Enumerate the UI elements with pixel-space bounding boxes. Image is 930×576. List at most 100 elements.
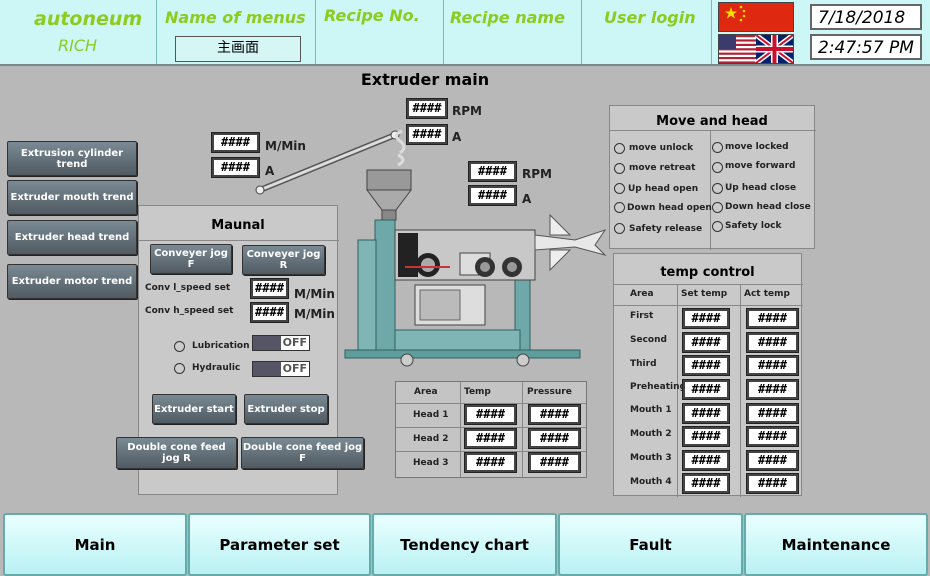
recipe-no-label: Recipe No. <box>324 6 420 25</box>
head-table-row-label: Head 1 <box>413 410 449 420</box>
move-unlock-indicator <box>614 143 625 154</box>
top-current-readout: #### <box>406 124 448 145</box>
english-flag-icon[interactable] <box>718 34 794 64</box>
act-temp-readout: #### <box>746 426 799 447</box>
act-temp-readout: #### <box>746 473 799 494</box>
double-cone-feed-jog-r-button[interactable]: Double cone feed jog R <box>116 437 237 469</box>
nav-tendency-chart-button[interactable]: Tendency chart <box>372 513 557 576</box>
page-title: Extruder main <box>360 70 490 89</box>
act-temp-readout: #### <box>746 355 799 376</box>
conveyor-current-readout: #### <box>211 157 260 178</box>
conveyor-jog-f-button[interactable]: Conveyer jog F <box>150 244 232 274</box>
head-table-header-area: Area <box>414 387 438 397</box>
nav-maintenance-button[interactable]: Maintenance <box>744 513 928 576</box>
temp-row-label: First <box>630 311 654 321</box>
head-table-row-label: Head 3 <box>413 458 449 468</box>
act-temp-readout: #### <box>746 379 799 400</box>
down-head-close-label: Down head close <box>725 202 811 212</box>
lubrication-toggle[interactable]: OFF <box>252 335 310 351</box>
extruder-stop-button[interactable]: Extruder stop <box>244 394 328 424</box>
hydraulic-label: Hydraulic <box>192 363 241 373</box>
set-temp-input[interactable]: #### <box>682 355 730 376</box>
down-head-close-indicator <box>712 202 723 213</box>
temp-row-label: Mouth 2 <box>630 429 672 439</box>
up-head-open-label: Up head open <box>628 184 699 194</box>
hydraulic-toggle[interactable]: OFF <box>252 361 310 377</box>
extruder-head-trend-button[interactable]: Extruder head trend <box>7 220 137 255</box>
top-rpm-unit: RPM <box>452 104 482 118</box>
extruder-machine-illustration <box>255 129 607 367</box>
temp-row-label: Preheating <box>630 382 686 392</box>
menu-name-field[interactable]: 主画面 <box>175 36 301 62</box>
set-temp-input[interactable]: #### <box>682 332 730 353</box>
date-display: 7/18/2018 <box>810 4 922 30</box>
temp-header-act: Act temp <box>744 289 790 299</box>
conveyor-speed-readout: #### <box>211 132 260 153</box>
extruder-start-button[interactable]: Extruder start <box>152 394 236 424</box>
extrusion-cylinder-trend-button[interactable]: Extrusion cylinder trend <box>7 141 137 176</box>
set-temp-input[interactable]: #### <box>682 379 730 400</box>
recipe-name-label: Recipe name <box>450 8 565 27</box>
motor-rpm-unit: RPM <box>522 167 552 181</box>
chinese-flag-icon[interactable] <box>718 2 794 32</box>
menu-name-label: Name of menus <box>165 8 306 27</box>
temp-control-title: temp control <box>660 265 755 280</box>
act-temp-readout: #### <box>746 308 799 329</box>
set-temp-input[interactable]: #### <box>682 426 730 447</box>
move-forward-indicator <box>712 162 723 173</box>
head-table-header-temp: Temp <box>464 387 491 397</box>
head-3-pressure-readout: #### <box>528 452 581 473</box>
set-temp-input[interactable]: #### <box>682 450 730 471</box>
lubrication-label: Lubrication <box>192 341 250 351</box>
conveyor-current-unit: A <box>265 164 275 178</box>
recipe-no-cell: Recipe No. <box>316 0 444 64</box>
move-locked-indicator <box>712 142 723 153</box>
top-header: autoneum RICH Name of menus 主画面 Recipe N… <box>0 0 930 66</box>
conveyor-speed-unit: M/Min <box>265 139 306 153</box>
act-temp-readout: #### <box>746 403 799 424</box>
temp-header-set: Set temp <box>681 289 728 299</box>
move-forward-label: move forward <box>725 161 796 171</box>
temp-row-label: Third <box>630 359 657 369</box>
set-temp-input[interactable]: #### <box>682 403 730 424</box>
set-temp-input[interactable]: #### <box>682 308 730 329</box>
down-head-open-indicator <box>614 202 625 213</box>
up-head-close-label: Up head close <box>725 183 797 193</box>
head-1-pressure-readout: #### <box>528 404 581 425</box>
extruder-motor-trend-button[interactable]: Extruder motor trend <box>7 264 137 299</box>
conv-l-speed-input[interactable]: #### <box>250 278 289 299</box>
double-cone-feed-jog-f-button[interactable]: Double cone feed jog F <box>241 437 364 469</box>
move-retreat-indicator <box>614 163 625 174</box>
nav-main-button[interactable]: Main <box>3 513 187 576</box>
act-temp-readout: #### <box>746 450 799 471</box>
extruder-mouth-trend-button[interactable]: Extruder mouth trend <box>7 180 137 215</box>
temp-row-label: Mouth 3 <box>630 453 672 463</box>
time-display: 2:47:57 PM <box>810 34 922 60</box>
down-head-open-label: Down head open <box>627 203 712 213</box>
temp-header-area: Area <box>630 289 654 299</box>
move-retreat-label: move retreat <box>629 163 696 173</box>
recipe-name-cell: Recipe name <box>444 0 582 64</box>
manual-panel-title: Maunal <box>211 218 265 233</box>
nav-fault-button[interactable]: Fault <box>558 513 743 576</box>
head-3-temp-readout: #### <box>464 452 517 473</box>
move-locked-label: move locked <box>725 142 789 152</box>
motor-rpm-readout: #### <box>468 161 517 182</box>
head-table-row-label: Head 2 <box>413 434 449 444</box>
conv-l-speed-label: Conv l_speed set <box>145 283 231 293</box>
user-login-label[interactable]: User login <box>604 8 696 27</box>
temp-row-label: Mouth 1 <box>630 405 672 415</box>
temp-row-label: Mouth 4 <box>630 477 672 487</box>
up-head-close-indicator <box>712 183 723 194</box>
nav-parameter-set-button[interactable]: Parameter set <box>188 513 371 576</box>
up-head-open-indicator <box>614 183 625 194</box>
user-login-cell[interactable]: User login <box>582 0 712 64</box>
lubrication-indicator <box>174 341 185 352</box>
menu-cell: Name of menus 主画面 <box>157 0 316 64</box>
motor-current-unit: A <box>522 192 532 206</box>
set-temp-input[interactable]: #### <box>682 473 730 494</box>
conveyor-jog-r-button[interactable]: Conveyer jog R <box>242 245 325 275</box>
conv-h-speed-input[interactable]: #### <box>250 302 289 323</box>
head-1-temp-readout: #### <box>464 404 517 425</box>
safety-lock-label: Safety lock <box>725 221 782 231</box>
